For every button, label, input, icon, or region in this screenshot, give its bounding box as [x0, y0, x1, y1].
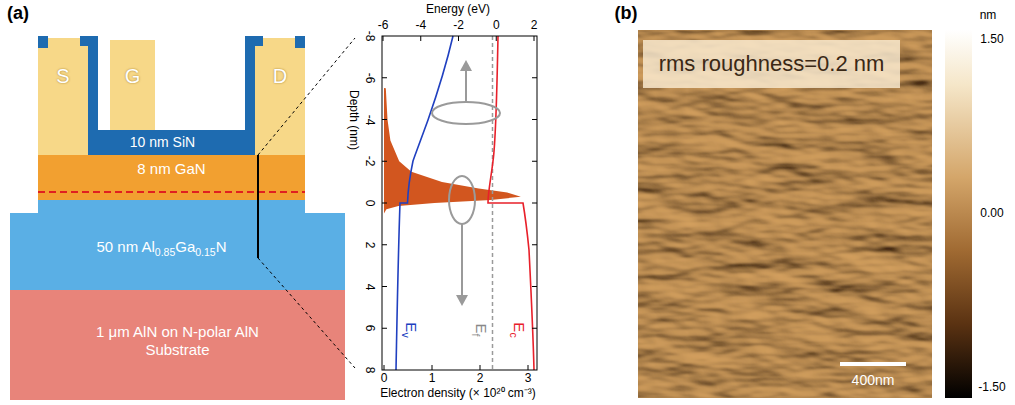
callout-ellipses	[432, 68, 500, 298]
layer-label: 1 μm AlN on N-polar AlN Substrate	[80, 323, 275, 359]
valence-band-curve	[396, 36, 453, 370]
layer-label: rms roughness=0.2 nm	[659, 51, 885, 77]
tick-label: -2	[453, 19, 464, 32]
colorbar-label: -1.50	[978, 381, 1005, 394]
colorbar-label: 0.00	[980, 207, 1003, 220]
tick-label: -4	[415, 19, 426, 32]
axis-title: Electron density (× 10²⁰ cm⁻³)	[380, 387, 536, 400]
tick-label: 6	[362, 325, 375, 332]
substrate-layer: 1 μm AlN on N-polar AlN Substrate	[10, 290, 345, 400]
annotation-box: rms roughness=0.2 nm	[643, 40, 900, 88]
tick-label: 3	[525, 372, 532, 385]
sin-passivation	[38, 36, 305, 130]
layer-label: D	[273, 64, 287, 88]
axis-title: Energy (eV)	[426, 3, 490, 16]
tick-label: 2	[362, 241, 375, 248]
curve-label: Ev	[403, 322, 420, 337]
layer-label: 50 nm Al0.85Ga0.15N	[96, 238, 226, 256]
afm-image	[638, 30, 932, 398]
curve-label: Ef	[473, 324, 490, 337]
tick-label: 8	[362, 367, 375, 374]
tick-label: -6	[378, 19, 389, 32]
fermi-level-line	[492, 36, 494, 370]
gate-contact: G	[110, 40, 155, 130]
colorbar-label: 1.50	[980, 33, 1003, 46]
tick-label: 2	[477, 372, 484, 385]
layer-label: 8 nm GaN	[137, 160, 205, 178]
axis-ticks	[382, 36, 537, 370]
sin-layer: 10 nm SiN	[88, 130, 255, 155]
tick-label: 0	[362, 200, 375, 207]
scale-bar	[840, 362, 906, 366]
drain-contact: D	[255, 38, 305, 155]
color-scale-bar	[945, 30, 972, 398]
layer-label: G	[125, 64, 141, 88]
axis-title: Depth (nm)	[346, 90, 359, 150]
cut-line	[257, 155, 259, 258]
tick-label: -8	[362, 31, 375, 42]
tick-label: -4	[362, 114, 375, 125]
algan-layer: 50 nm Al0.85Ga0.15N	[10, 213, 345, 290]
panel-label: (b)	[615, 4, 638, 24]
electron-density-fill	[384, 88, 521, 213]
panel-label: (a)	[7, 4, 29, 24]
channel-line	[38, 191, 305, 193]
leader-line	[258, 38, 355, 155]
colorbar-label: nm	[980, 9, 997, 22]
tick-label: -2	[362, 156, 375, 167]
scale-bar-label: 400nm	[852, 373, 895, 388]
tick-label: 0	[493, 19, 500, 32]
arrowhead	[460, 60, 472, 71]
plot-frame	[382, 36, 537, 370]
layer-label: S	[56, 64, 69, 88]
tick-label: -6	[362, 72, 375, 83]
tick-label: 0	[381, 372, 388, 385]
leader-line	[258, 258, 355, 368]
gan-layer: 8 nm GaN	[38, 155, 305, 200]
algan-mesa	[38, 200, 305, 213]
conduction-band-curve	[488, 36, 534, 370]
tick-label: 2	[531, 19, 538, 32]
arrowhead	[456, 295, 468, 306]
layer-label: 10 nm SiN	[130, 134, 195, 151]
source-contact: S	[38, 38, 88, 155]
tick-label: 1	[429, 372, 436, 385]
tick-label: 4	[362, 283, 375, 290]
curve-label: Ec	[511, 322, 528, 337]
